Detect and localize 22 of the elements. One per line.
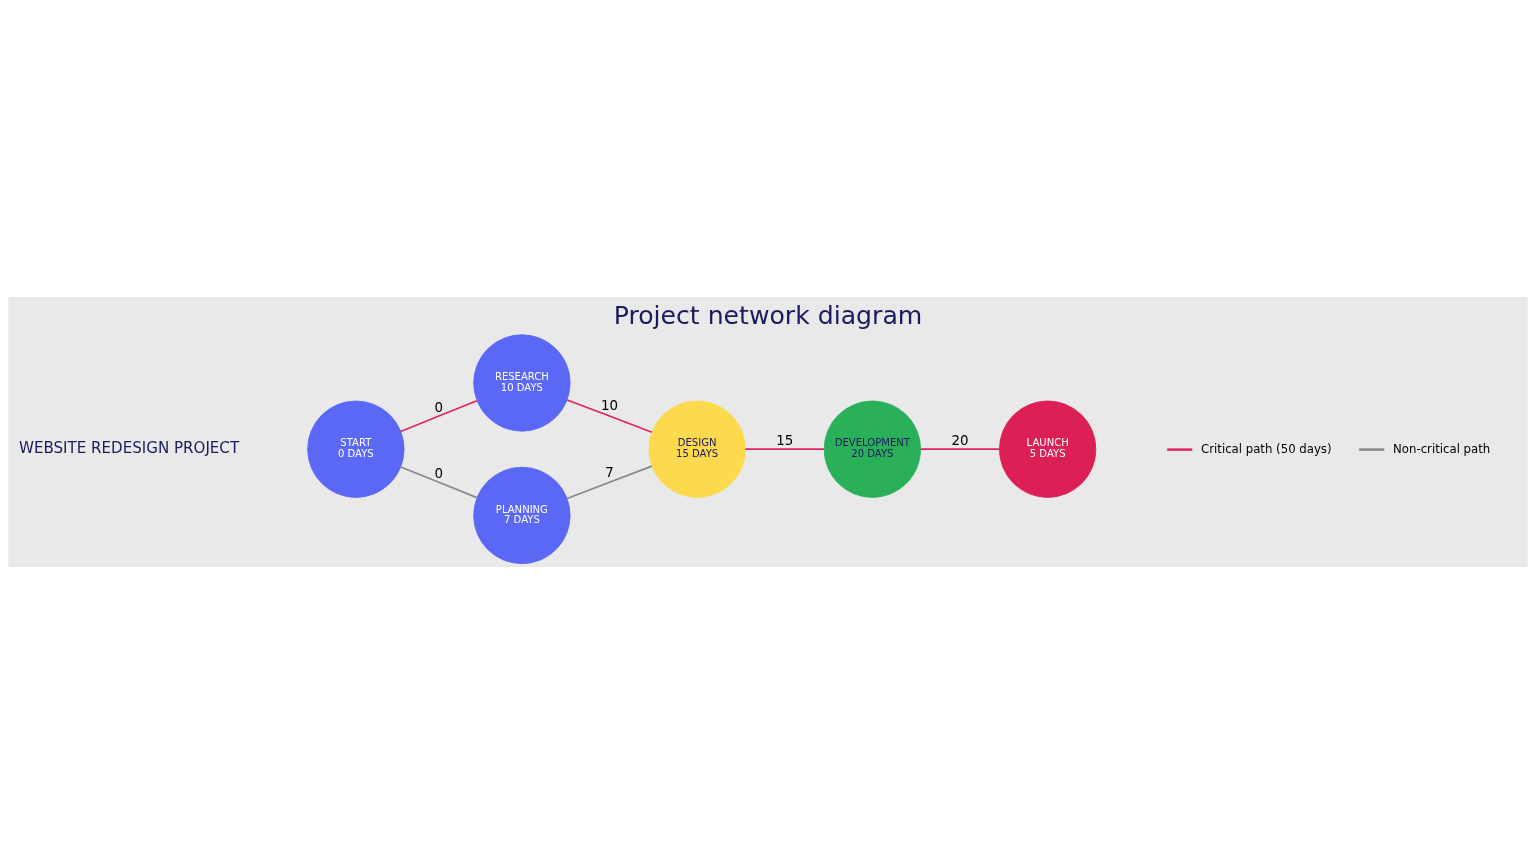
node-circle: DEVELOPMENT 20 DAYS xyxy=(823,400,922,498)
connector xyxy=(919,448,1000,451)
edge-label: 10 xyxy=(600,398,619,414)
connector xyxy=(566,399,653,434)
edge-label: 20 xyxy=(951,432,969,448)
legend-label: Non-critical path xyxy=(1393,441,1491,456)
node-circle: PLANNING 7 DAYS xyxy=(473,466,571,565)
connector xyxy=(399,399,478,433)
edge-label: 7 xyxy=(605,464,614,480)
label: WEBSITE REDESIGN PROJECT xyxy=(18,438,240,457)
connector xyxy=(566,465,653,500)
connector xyxy=(399,466,478,499)
node-circle: DESIGN 15 DAYS xyxy=(648,400,746,498)
edge-label: 0 xyxy=(434,400,444,416)
edge-label: 15 xyxy=(776,432,794,448)
legend-label: Critical path (50 days) xyxy=(1201,441,1332,456)
node-circle: LAUNCH 5 DAYS xyxy=(999,400,1097,498)
diagram-title: Project network diagram xyxy=(613,300,923,330)
edge-label: 0 xyxy=(434,466,444,482)
connector xyxy=(744,448,825,451)
node-circle: START 0 DAYS xyxy=(307,400,405,498)
node-circle: RESEARCH 10 DAYS xyxy=(473,334,571,432)
